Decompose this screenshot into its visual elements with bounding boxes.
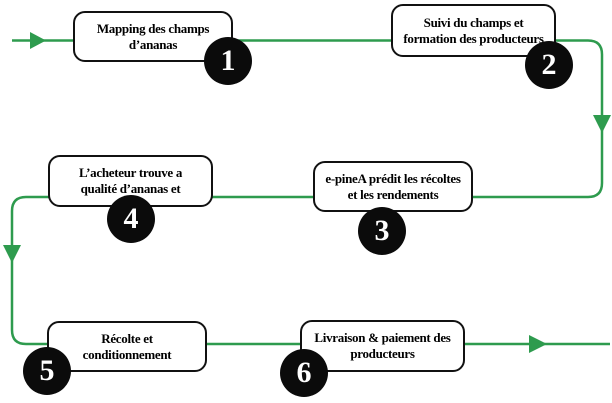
step-box-prediction: e-pineA prédit les récoltes et les rende… [313,161,473,212]
step-label-line: formation des producteurs [403,30,544,46]
step-label-line: conditionnement [82,346,172,362]
step-label-line: L’acheteur trouve a [78,165,183,181]
arrowhead-end-right-icon [529,335,547,353]
step-label-line: d’ananas [128,36,178,52]
step-label-line: Suivi du champs et [423,14,524,30]
step-number-badge-4: 4 [107,195,155,243]
step-box-acheteur: L’acheteur trouve a qualité d’ananas et [48,155,213,207]
step-number-badge-6: 6 [280,349,328,397]
step-label-line: et les rendements [347,186,439,202]
step-box-mapping: Mapping des champs d’ananas [73,11,233,62]
step-number: 2 [541,48,557,81]
step-label-line: Récolte et [101,330,153,346]
step-label-line: e-pineA prédit les récoltes [325,170,461,186]
step-label-line: Mapping des champs [96,20,210,36]
step-box-suivi: Suivi du champs et formation des product… [391,4,556,57]
step-number: 3 [374,214,390,247]
step-number-badge-1: 1 [204,37,252,85]
arrowhead-right-down-icon [593,115,611,133]
step-number: 4 [123,202,139,235]
step-box-livraison: Livraison & paiement des producteurs [300,320,465,372]
step-number-badge-2: 2 [525,41,573,89]
step-label-line: Livraison & paiement des [314,330,451,346]
step-label-line: qualité d’ananas et [80,181,181,196]
step-label-line: producteurs [350,346,415,361]
step-number: 6 [296,356,312,389]
step-number: 1 [220,44,236,77]
arrowhead-left-down-icon [3,245,21,263]
step-number-badge-3: 3 [358,207,406,255]
arrowhead-start-right-icon [30,32,46,49]
step-number-badge-5: 5 [23,347,71,395]
flow-path [10,39,610,346]
step-box-recolte: Récolte et conditionnement [47,321,207,372]
step-number: 5 [39,354,55,387]
